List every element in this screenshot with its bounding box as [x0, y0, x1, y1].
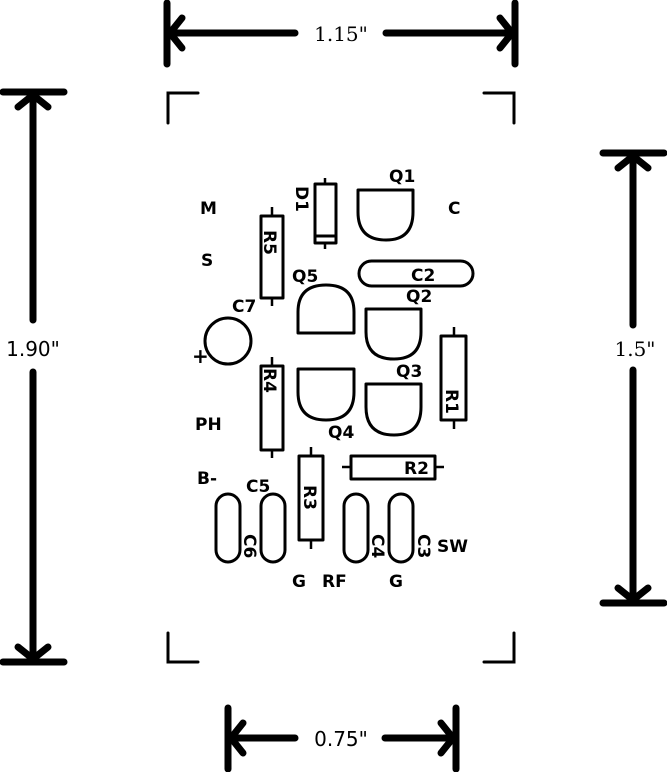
pad-label-g-right: G: [389, 572, 403, 592]
dimension-top-label: 1.15": [314, 22, 368, 46]
capacitor-c2: C2: [357, 259, 475, 288]
label-r1: R1: [441, 389, 461, 414]
dimension-right-label: 1.5": [614, 337, 655, 361]
transistor-q2: Q2: [364, 287, 432, 361]
transistor-q3: Q3: [364, 362, 423, 437]
resistor-r5: R5: [259, 207, 285, 306]
label-c3: C3: [413, 534, 433, 558]
label-c5: C5: [246, 477, 270, 497]
resistor-r1: R1: [439, 327, 468, 429]
label-q5: Q5: [292, 267, 318, 287]
pad-label-b-minus: B-: [197, 469, 217, 489]
label-c2: C2: [411, 266, 435, 286]
label-q1: Q1: [389, 167, 415, 187]
resistor-r3: R3: [297, 447, 325, 549]
label-q2: Q2: [406, 287, 432, 307]
resistor-r4: R4: [259, 357, 285, 458]
label-c6: C6: [239, 534, 259, 558]
label-q3: Q3: [396, 362, 422, 382]
label-r3: R3: [299, 485, 319, 510]
label-r2: R2: [404, 459, 429, 479]
capacitor-c7: C7 +: [192, 297, 256, 368]
pad-label-sw: SW: [437, 537, 468, 557]
label-r5: R5: [259, 230, 279, 255]
capacitor-c6: C6: [214, 492, 259, 564]
corner-top-left: [166, 91, 200, 125]
label-d1: D1: [291, 186, 311, 212]
diode-d1: D1: [291, 178, 338, 249]
resistor-r2: R2: [342, 454, 444, 481]
dimension-left-label: 1.90": [6, 337, 60, 361]
corner-bottom-left: [166, 631, 200, 664]
pad-label-g-left: G: [292, 572, 306, 592]
transistor-q1: Q1: [356, 167, 415, 242]
pad-label-ph: PH: [195, 415, 222, 435]
pad-label-s: S: [201, 251, 213, 271]
dimension-top: 1.15": [163, 0, 519, 68]
pad-label-c: C: [448, 199, 460, 219]
transistor-q4: Q4: [296, 367, 356, 443]
label-c7-plus: +: [192, 344, 209, 368]
capacitor-c3: C3: [387, 492, 433, 564]
capacitor-c5: C5: [246, 477, 287, 564]
dimension-right: 1.5": [599, 149, 667, 607]
corner-bottom-right: [482, 631, 516, 664]
label-r4: R4: [259, 368, 279, 393]
capacitor-c4: C4: [342, 492, 387, 564]
board-outline-corners: [166, 91, 516, 664]
label-c4: C4: [367, 534, 387, 558]
dimension-bottom-label: 0.75": [314, 727, 368, 751]
label-c7: C7: [232, 297, 256, 317]
pad-label-m: M: [200, 199, 217, 219]
dimension-bottom: 0.75": [224, 704, 460, 772]
transistor-q5: Q5: [292, 267, 356, 335]
pad-label-rf: RF: [322, 572, 347, 592]
corner-top-right: [482, 91, 516, 125]
label-q4: Q4: [328, 423, 354, 443]
dimension-left: 1.90": [0, 88, 68, 666]
